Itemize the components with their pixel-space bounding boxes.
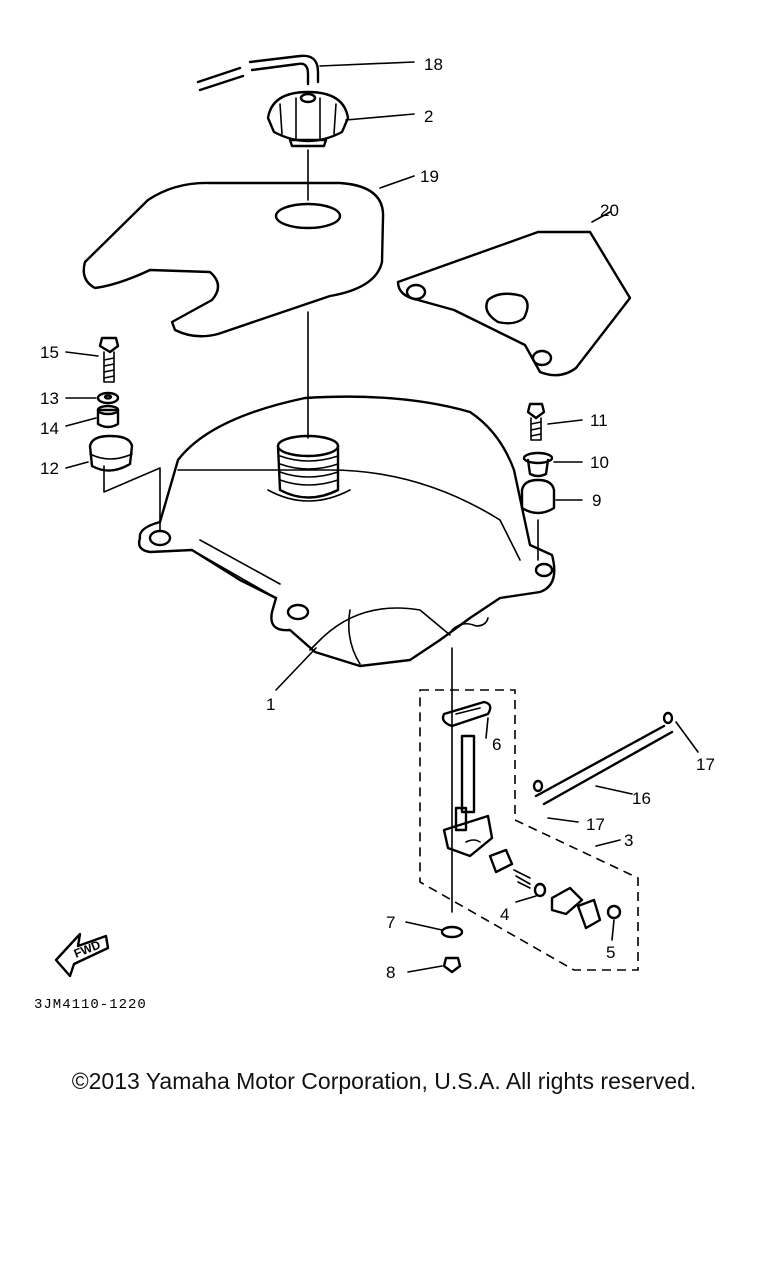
part-label-8: 8 bbox=[386, 963, 395, 982]
part-label-17-a: 17 bbox=[696, 755, 715, 774]
right-mount-hardware bbox=[520, 402, 556, 561]
part-label-4: 4 bbox=[500, 905, 509, 924]
part-label-5: 5 bbox=[606, 943, 615, 962]
part-label-7: 7 bbox=[386, 913, 395, 932]
tank-pad bbox=[82, 181, 385, 338]
part-numbers: 1 2 3 4 5 6 7 8 9 10 11 12 13 14 15 16 1… bbox=[40, 55, 715, 982]
left-mount-hardware bbox=[88, 336, 161, 531]
fuel-tank bbox=[137, 395, 556, 668]
part-label-14: 14 bbox=[40, 419, 59, 438]
part-label-19: 19 bbox=[420, 167, 439, 186]
part-label-10: 10 bbox=[590, 453, 609, 472]
part-label-6: 6 bbox=[492, 735, 501, 754]
part-label-11: 11 bbox=[590, 411, 608, 430]
drawing-code: 3JM4110-1220 bbox=[34, 997, 147, 1013]
part-label-12: 12 bbox=[40, 459, 59, 478]
breather-hose bbox=[196, 54, 320, 92]
parts-exploded-diagram: FWD 1 2 3 4 5 6 7 8 9 10 11 bbox=[34, 54, 715, 1013]
fuel-hose bbox=[532, 711, 674, 806]
fwd-arrow: FWD bbox=[54, 932, 110, 978]
part-label-20: 20 bbox=[600, 201, 619, 220]
part-label-17-b: 17 bbox=[586, 815, 605, 834]
part-label-15: 15 bbox=[40, 343, 59, 362]
fuel-cock-assembly bbox=[419, 647, 639, 974]
part-label-13: 13 bbox=[40, 389, 59, 408]
part-label-18: 18 bbox=[424, 55, 443, 74]
copyright-notice: ©2013 Yamaha Motor Corporation, U.S.A. A… bbox=[71, 1068, 697, 1094]
part-label-16: 16 bbox=[632, 789, 651, 808]
part-label-3: 3 bbox=[624, 831, 633, 850]
fuel-cap bbox=[266, 90, 350, 148]
leader-lines bbox=[65, 61, 699, 973]
part-label-9: 9 bbox=[592, 491, 601, 510]
gasket bbox=[396, 230, 632, 377]
part-label-2: 2 bbox=[424, 107, 433, 126]
part-label-1: 1 bbox=[266, 695, 275, 714]
